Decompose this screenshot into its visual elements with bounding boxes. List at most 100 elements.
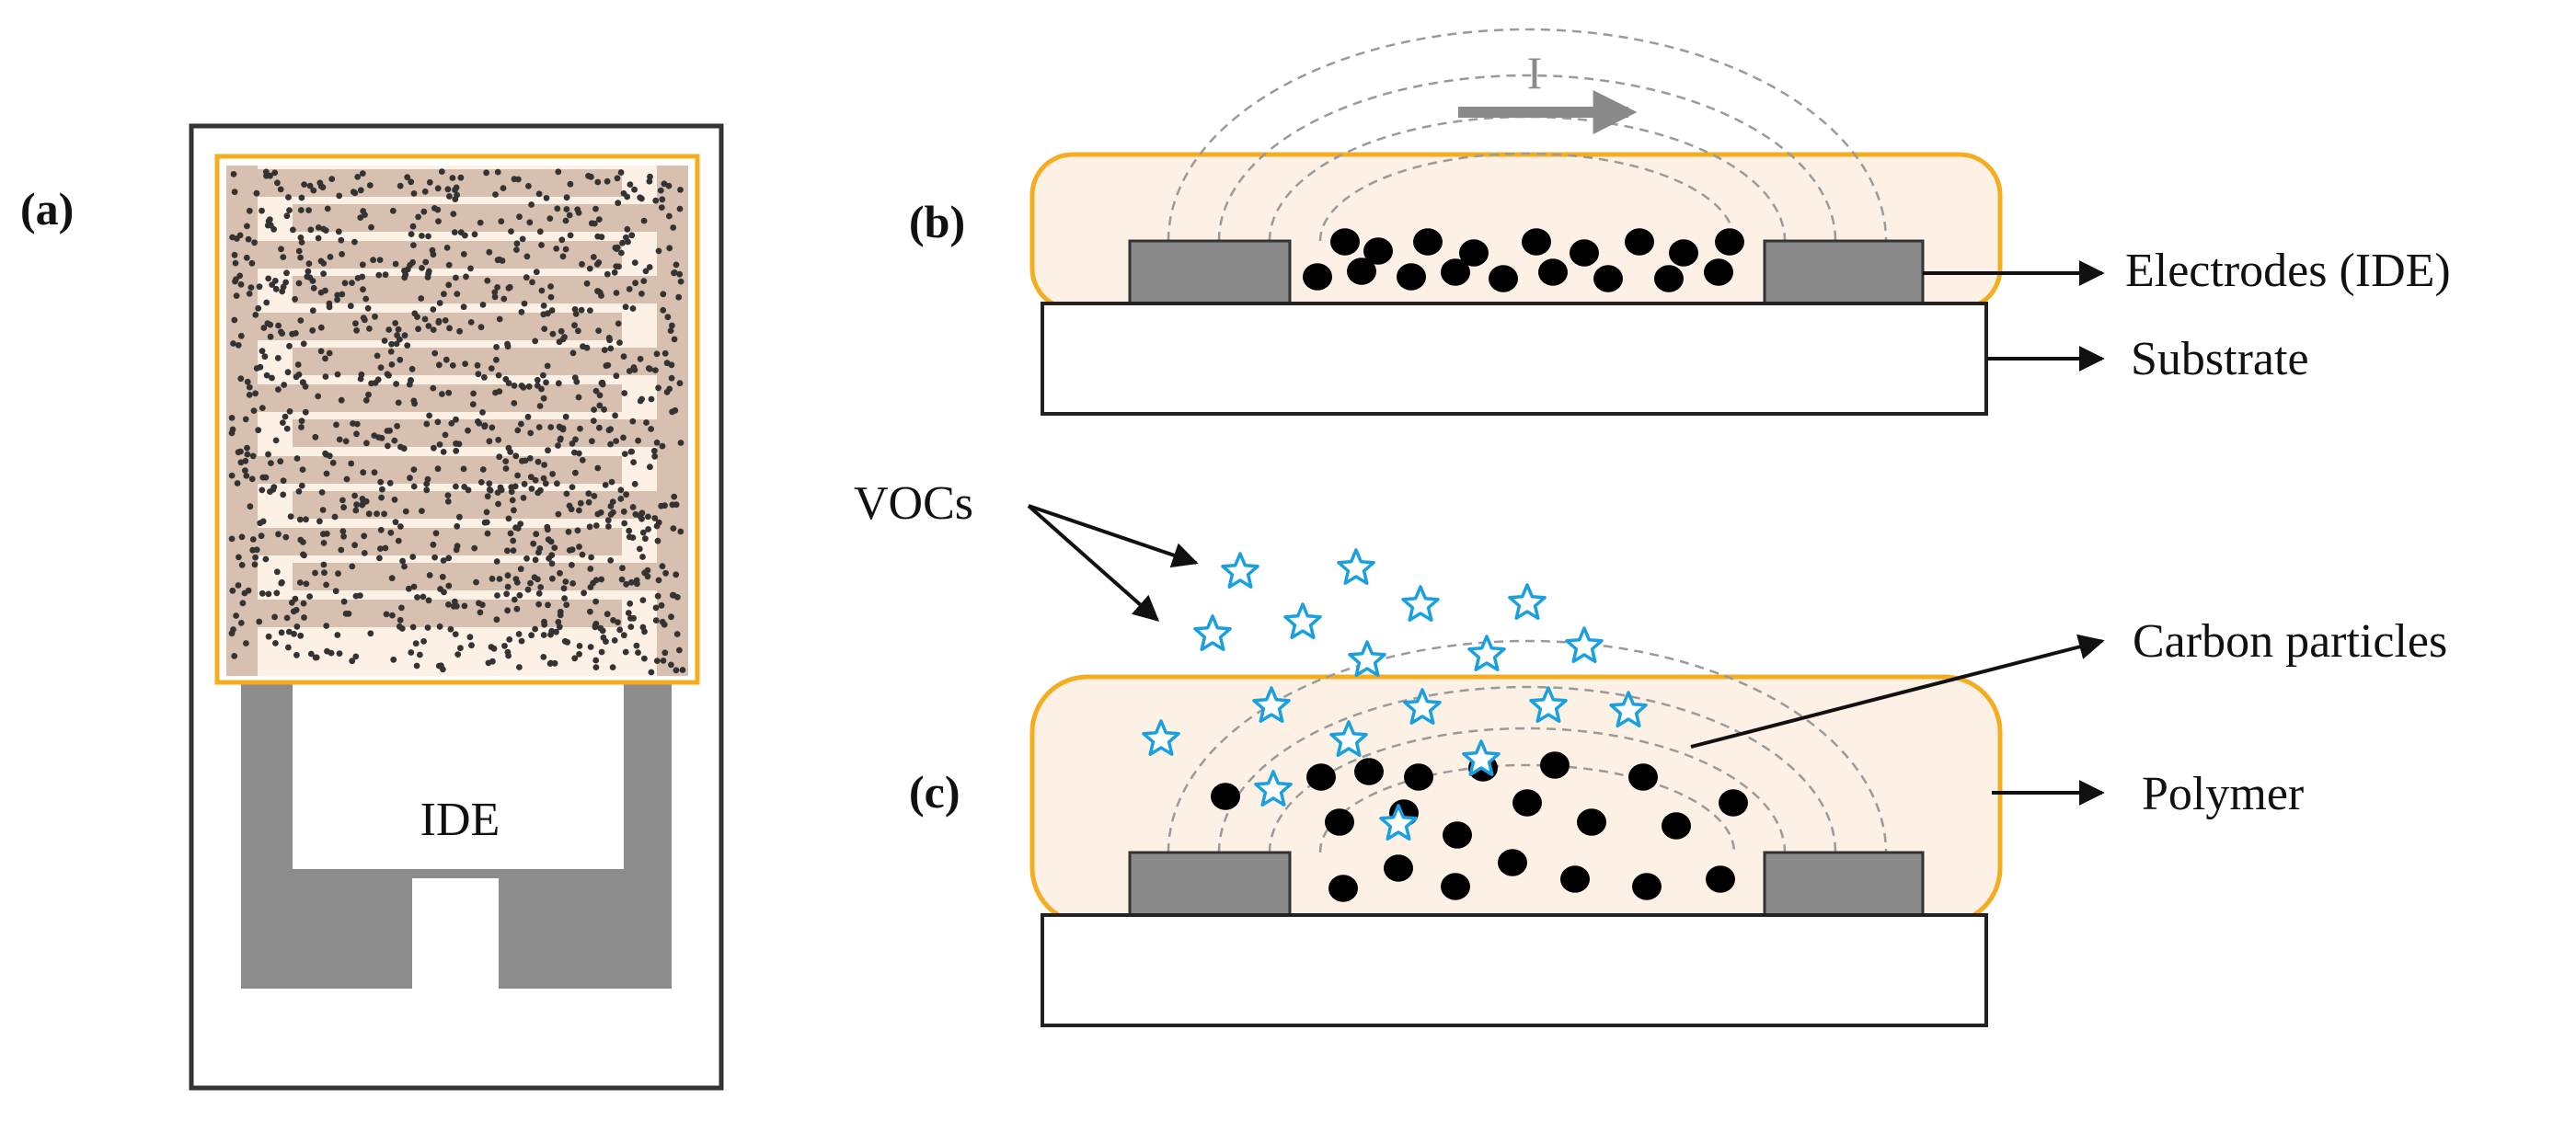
carbon-dot (676, 647, 683, 654)
carbon-dot (259, 405, 266, 411)
carbon-dot (594, 178, 602, 186)
carbon-dot (679, 667, 686, 673)
carbon-dot (393, 340, 400, 348)
carbon-dot (238, 562, 246, 568)
carbon-dot (604, 517, 612, 524)
carbon-dot (335, 228, 342, 235)
carbon-dot (251, 239, 258, 246)
carbon-dot (453, 274, 459, 281)
carbon-dot (651, 452, 659, 460)
carbon-dot (317, 324, 325, 331)
carbon-dot (237, 280, 245, 288)
carbon-dot (659, 442, 666, 450)
carbon-dot (265, 633, 272, 640)
carbon-dot (309, 326, 316, 334)
carbon-dot (462, 360, 468, 367)
carbon-dot (412, 640, 420, 647)
carbon-dot (382, 271, 389, 279)
carbon-dot (549, 330, 557, 338)
carbon-dot (299, 379, 306, 386)
carbon-dot (245, 235, 252, 243)
carbon-dot (299, 466, 306, 473)
carbon-dot (604, 270, 611, 278)
carbon-dot (640, 278, 648, 284)
carbon-dot (274, 355, 282, 361)
carbon-dot (512, 452, 520, 460)
carbon-dot (371, 469, 378, 476)
carbon-particle (1632, 873, 1662, 900)
carbon-dot (460, 303, 467, 311)
carbon-dot (242, 467, 248, 474)
carbon-dot (502, 375, 510, 383)
carbon-dot (234, 235, 240, 242)
carbon-dot (587, 307, 593, 314)
carbon-dot (666, 245, 673, 252)
carbon-dot (532, 476, 539, 484)
carbon-dot (445, 389, 453, 396)
carbon-dot (351, 189, 359, 197)
carbon-dot (345, 610, 352, 617)
carbon-particle (1489, 265, 1518, 292)
carbon-dot (236, 272, 244, 280)
carbon-dot (306, 593, 313, 600)
carbon-dot (477, 219, 484, 226)
carbon-dot (592, 387, 600, 395)
carbon-dot (612, 412, 618, 419)
carbon-dot (596, 392, 604, 399)
carbon-dot (438, 168, 445, 176)
carbon-dot (593, 261, 601, 268)
carbon-dot (562, 246, 569, 253)
carbon-dot (492, 389, 499, 396)
carbon-dot (477, 479, 485, 486)
carbon-dot (569, 562, 575, 568)
carbon-dot (496, 315, 503, 323)
carbon-dot (282, 413, 289, 420)
carbon-dot (626, 286, 633, 292)
carbon-dot (231, 189, 238, 196)
carbon-particle (1384, 854, 1413, 882)
carbon-dot (362, 212, 368, 219)
carbon-dot (518, 383, 525, 389)
carbon-dot (285, 628, 293, 635)
carbon-dot (282, 533, 290, 541)
carbon-dot (540, 395, 547, 402)
carbon-dot (434, 418, 442, 426)
carbon-dot (434, 206, 442, 213)
voc-star-icon (1529, 686, 1568, 723)
carbon-dot (541, 462, 547, 468)
carbon-dot (326, 349, 333, 357)
carbon-dot (418, 295, 425, 302)
carbon-dot (631, 259, 638, 266)
carbon-dot (659, 618, 666, 625)
carbon-dot (494, 168, 501, 176)
carbon-dot (372, 313, 378, 320)
carbon-dot (558, 327, 565, 335)
carbon-dot (479, 409, 486, 416)
carbon-dot (305, 260, 313, 268)
carbon-dot (471, 231, 478, 238)
carbon-particle (1704, 258, 1733, 286)
carbon-dot (675, 293, 683, 301)
carbon-dot (557, 436, 564, 443)
carbon-dot (331, 513, 339, 521)
carbon-dot (484, 530, 491, 537)
carbon-dot (334, 632, 341, 638)
carbon-dot (265, 451, 271, 458)
carbon-dot (297, 235, 305, 241)
carbon-dot (245, 587, 252, 594)
carbon-dot (640, 217, 648, 224)
carbon-dot (407, 475, 413, 482)
carbon-dot (586, 265, 593, 272)
carbon-dot (620, 632, 627, 639)
carbon-dot (280, 477, 287, 485)
carbon-dot (320, 561, 328, 568)
carbon-dot (574, 527, 581, 534)
carbon-dot (385, 326, 393, 333)
carbon-dot (328, 649, 335, 657)
carbon-dot (507, 449, 514, 455)
carbon-dot (627, 181, 634, 189)
carbon-dot (585, 490, 592, 498)
carbon-dot (352, 320, 359, 327)
carbon-dot (473, 578, 479, 586)
carbon-dot (529, 279, 535, 286)
